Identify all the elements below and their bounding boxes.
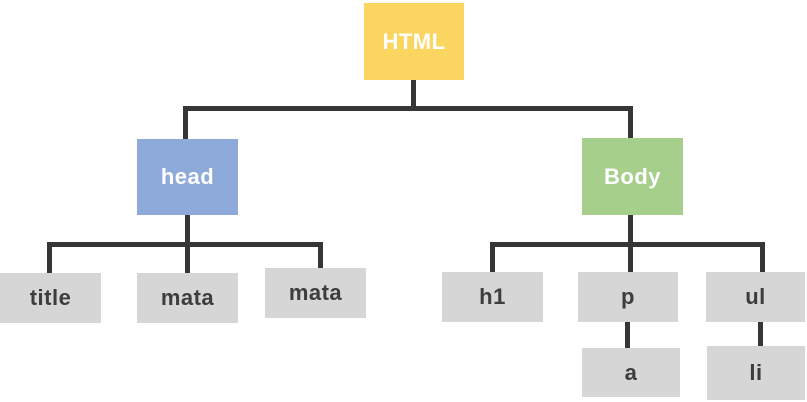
connector-drop-mata2 [318,242,323,269]
node-mata-1-label: mata [160,285,215,310]
node-title: title [0,273,101,323]
node-p-label: p [621,284,635,309]
node-ul: ul [706,272,805,322]
connector-drop-body [628,106,633,139]
connector-drop-ul [760,242,765,273]
node-head: head [137,139,238,215]
node-title-label: title [29,285,72,310]
connector-body-stem [628,214,633,245]
connector-head-stem [185,214,190,245]
node-body: Body [582,138,683,215]
connector-drop-mata1 [185,242,190,274]
node-ul-label: ul [745,284,766,309]
node-p: p [578,272,678,322]
node-body-label: Body [604,163,661,189]
node-html: HTML [364,3,464,80]
node-li: li [707,346,805,400]
connector-body-horizontal [490,242,765,247]
node-mata-2: mata [265,268,366,318]
connector-drop-p [628,242,633,273]
node-h1: h1 [442,272,543,322]
connector-drop-li [758,321,763,347]
node-a: a [582,348,680,397]
connector-top-horizontal [183,106,633,111]
connector-drop-head [183,106,188,140]
node-html-label: HTML [382,28,446,54]
node-li-label: li [749,360,763,385]
node-a-label: a [624,359,638,385]
node-mata-2-label: mata [288,280,343,305]
node-mata-1: mata [137,273,238,323]
connector-drop-a [625,321,630,349]
node-head-label: head [160,164,215,189]
connector-drop-h1 [490,242,495,273]
connector-html-stem [411,79,416,109]
connector-drop-title [47,242,52,274]
node-h1-label: h1 [479,284,506,309]
